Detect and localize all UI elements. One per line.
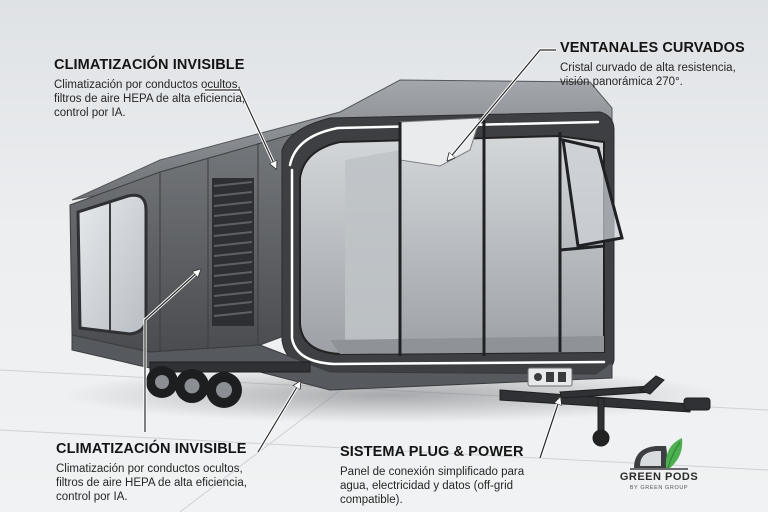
leader-bottom-wheels-outline xyxy=(257,382,300,453)
callout-title: SISTEMA PLUG & POWER xyxy=(340,444,524,460)
lower-skirt xyxy=(71,334,613,391)
leader-climatizacion-bottom-outline xyxy=(144,270,200,432)
callout-text: Climatización por conductos ocultos, fil… xyxy=(56,463,247,503)
callout-text: Cristal curvado de alta resistencia, vis… xyxy=(560,62,736,88)
trailer-chassis xyxy=(149,361,711,447)
leader-climatizacion-top-outline xyxy=(205,89,276,168)
callout-climatizacion-bottom: CLIMATIZACIÓN INVISIBLE Climatización po… xyxy=(56,441,256,504)
leader-ventanales-outline xyxy=(448,49,556,160)
trailer-wheels xyxy=(146,366,242,408)
open-window-pane xyxy=(561,138,624,248)
led-strip xyxy=(288,120,606,366)
rear-window xyxy=(76,193,148,336)
callout-leaders xyxy=(143,48,560,459)
callout-text: Panel de conexión simplificado para agua… xyxy=(340,466,525,506)
window-mullions xyxy=(398,120,605,356)
callout-ventanales: VENTANALES CURVADOS Cristal curvado de a… xyxy=(560,40,760,89)
interior-back-wall xyxy=(345,150,400,346)
plug-power-panel xyxy=(527,367,573,387)
logo-tagline: BY GREEN GROUP xyxy=(629,485,689,491)
leader-plug-power-outline xyxy=(539,398,560,459)
callout-climatizacion-top: CLIMATIZACIÓN INVISIBLE Climatización po… xyxy=(54,57,254,120)
vent-louvres xyxy=(212,178,254,326)
side-panel-seams xyxy=(159,143,259,352)
callout-title: VENTANALES CURVADOS xyxy=(560,40,745,56)
logo-name: GREEN PODS xyxy=(619,471,699,483)
green-pods-logo: GREEN PODS BY GREEN GROUP xyxy=(604,434,714,498)
callout-plug-power: SISTEMA PLUG & POWER Panel de conexión s… xyxy=(340,444,530,507)
callout-title: CLIMATIZACIÓN INVISIBLE xyxy=(54,57,245,73)
callout-text: Climatización por conductos ocultos, fil… xyxy=(54,79,245,119)
callout-title: CLIMATIZACIÓN INVISIBLE xyxy=(56,441,247,457)
pod-leaf-icon xyxy=(630,438,688,470)
